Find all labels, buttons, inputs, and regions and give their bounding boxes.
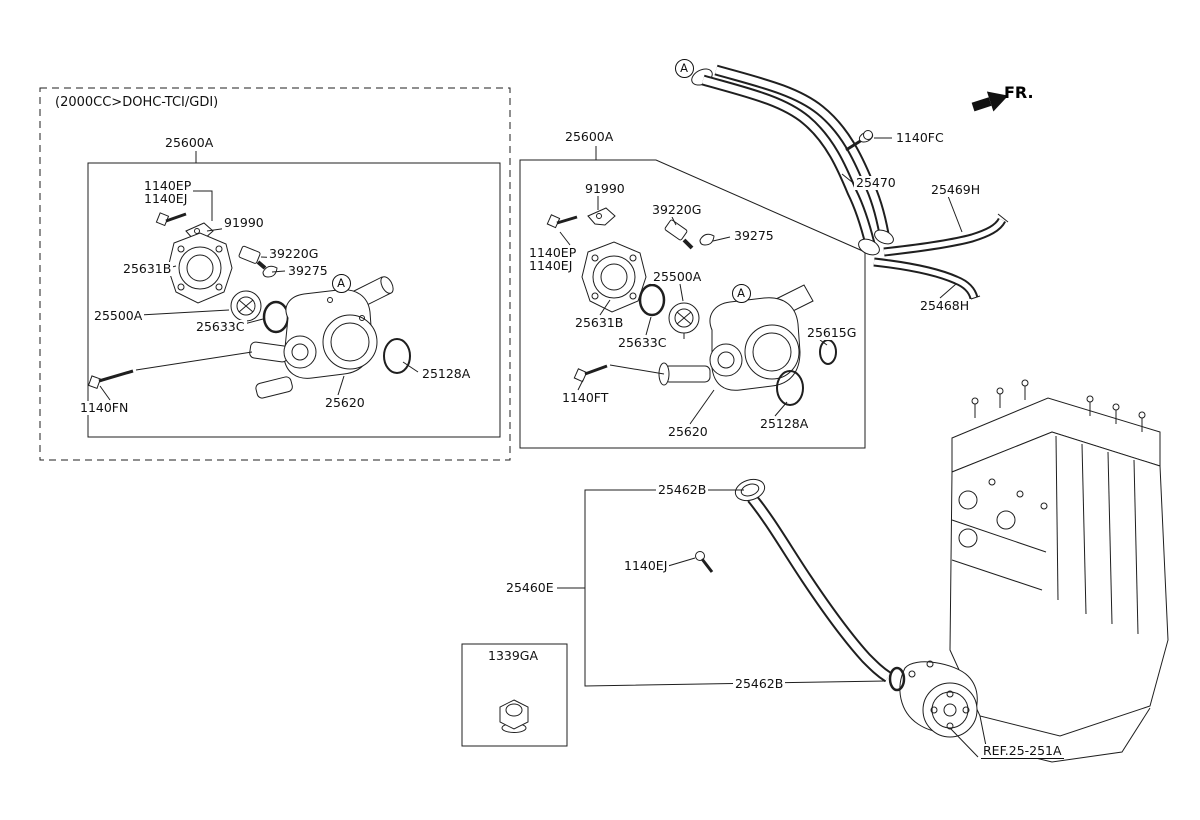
part-label[interactable]: 1140EP xyxy=(142,178,194,194)
part-label[interactable]: 25500A xyxy=(651,269,704,285)
part-label[interactable]: 25470 xyxy=(854,175,898,191)
callout-marker: A xyxy=(331,273,351,293)
variant-dashed-box xyxy=(39,87,511,461)
part-label[interactable]: 39275 xyxy=(732,228,776,244)
part-label[interactable]: 25600A xyxy=(563,129,616,145)
engine-art xyxy=(899,379,1169,763)
fr-arrow-icon xyxy=(971,91,1009,112)
mid-assembly-art xyxy=(546,207,837,406)
part-label[interactable]: 1140EJ xyxy=(622,558,670,574)
left-assembly-box xyxy=(87,162,501,438)
part-label[interactable]: 1140EJ xyxy=(527,258,575,274)
variant-note: (2000CC>DOHC-TCI/GDI) xyxy=(52,95,222,110)
part-label[interactable]: 1140EP xyxy=(527,245,579,261)
nut-box xyxy=(461,643,568,747)
coolant-pipes-art xyxy=(691,64,1009,301)
part-label[interactable]: 25620 xyxy=(666,424,710,440)
part-label[interactable]: 25468H xyxy=(918,298,972,314)
part-label[interactable]: 25615G xyxy=(805,325,859,341)
part-label[interactable]: 25128A xyxy=(758,416,811,432)
part-label[interactable]: 25462B xyxy=(656,482,709,498)
part-label[interactable]: 25462B xyxy=(733,676,786,692)
part-label[interactable]: 1140EJ xyxy=(142,191,190,207)
callout-marker: A xyxy=(674,58,694,78)
part-label[interactable]: 25631B xyxy=(121,261,174,277)
part-label[interactable]: 25631B xyxy=(573,315,626,331)
part-label[interactable]: 1339GA xyxy=(486,648,541,664)
part-label[interactable]: 1140FN xyxy=(78,400,131,416)
part-label[interactable]: 1140FT xyxy=(560,390,611,406)
part-label[interactable]: 39220G xyxy=(650,202,704,218)
hose-art xyxy=(695,478,906,692)
mid-leaders xyxy=(559,196,828,425)
part-label[interactable]: 25128A xyxy=(420,366,473,382)
part-label[interactable]: 91990 xyxy=(583,181,627,197)
part-label[interactable]: 91990 xyxy=(222,215,266,231)
fr-label: FR. xyxy=(1004,83,1034,102)
mid-assembly-box xyxy=(519,159,866,449)
part-label[interactable]: 25620 xyxy=(323,395,367,411)
part-label[interactable]: 1140FC xyxy=(894,130,946,146)
part-label[interactable]: 39220G xyxy=(267,246,321,262)
left-assembly-art xyxy=(87,212,411,399)
part-label[interactable]: 39275 xyxy=(286,263,330,279)
part-label[interactable]: 25469H xyxy=(929,182,983,198)
pipe-leaders xyxy=(841,137,963,299)
part-label[interactable]: 25633C xyxy=(194,319,247,335)
part-label[interactable]: 25633C xyxy=(616,335,669,351)
part-label[interactable]: 25600A xyxy=(163,135,216,151)
part-label[interactable]: 25460E xyxy=(504,580,556,596)
callout-marker: A xyxy=(731,283,751,303)
part-label[interactable]: 25500A xyxy=(92,308,145,324)
part-label[interactable]: REF.25-251A xyxy=(981,743,1064,760)
